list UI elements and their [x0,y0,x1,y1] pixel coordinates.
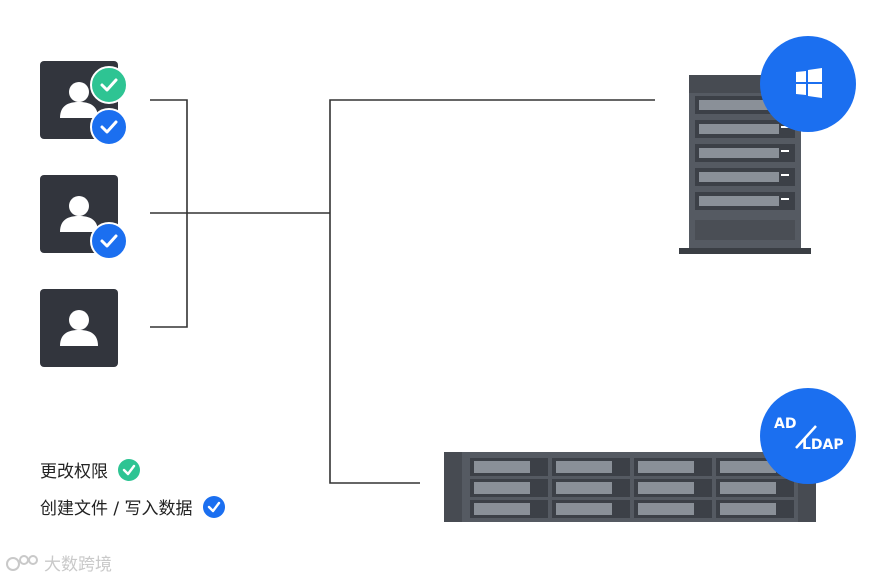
check-blue-icon [202,495,225,518]
windows-badge [760,36,856,132]
ad-ldap-badge: AD LDAP [760,388,856,484]
check-green-icon [118,458,140,481]
user-icon [60,82,98,118]
check-blue-badge [90,108,128,146]
legend-label: 创建文件 / 写入数据 [40,499,193,519]
legend-item-change-permissions: 更改权限 [40,457,140,482]
check-icon [100,120,118,134]
check-blue-badge [90,222,128,260]
watermark-logo-icon [6,554,38,571]
check-icon [100,78,118,92]
legend-label: 更改权限 [40,462,108,482]
check-green-badge [90,66,128,104]
watermark: 大数跨境 [6,550,112,575]
user-icon [60,196,98,232]
ad-ldap-slash [795,425,817,449]
windows-logo-icon [796,68,822,98]
user-tile-3 [40,289,118,367]
watermark-text: 大数跨境 [44,555,112,575]
ldap-label: LDAP [802,437,844,453]
ad-label: AD [774,416,797,432]
user-icon [60,310,98,346]
check-icon [100,234,118,248]
legend-item-create-files: 创建文件 / 写入数据 [40,494,225,519]
